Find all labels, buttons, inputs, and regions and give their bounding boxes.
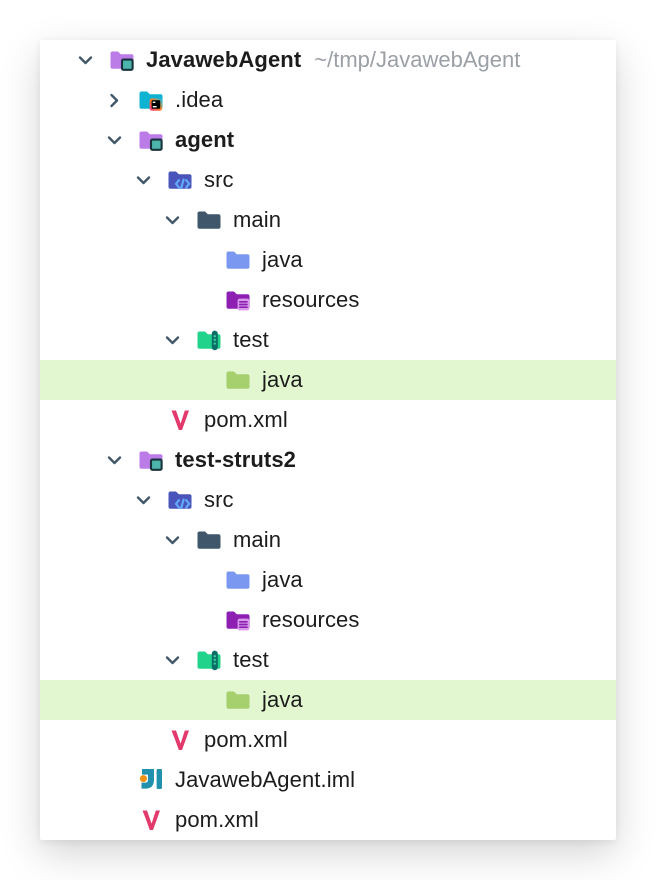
chevron-right-icon[interactable] (105, 86, 137, 114)
test-java-folder-icon (224, 366, 252, 394)
tree-row[interactable]: .idea (40, 80, 616, 120)
tree-row[interactable]: test (40, 640, 616, 680)
chevron-down-icon[interactable] (163, 206, 195, 234)
plain-folder-icon (195, 206, 223, 234)
maven-file-icon (137, 806, 165, 834)
tree-row[interactable]: java (40, 560, 616, 600)
tree-row[interactable]: JavawebAgent.iml (40, 760, 616, 800)
module-folder-icon (108, 46, 136, 74)
module-folder-icon (137, 446, 165, 474)
tree-row[interactable]: resources (40, 280, 616, 320)
tree-row[interactable]: java (40, 240, 616, 280)
sources-root-folder-icon (166, 166, 194, 194)
chevron-down-icon[interactable] (134, 486, 166, 514)
chevron-down-icon[interactable] (105, 446, 137, 474)
tree-item-label: agent (175, 127, 235, 152)
tree-item-label: java (262, 367, 303, 392)
java-folder-icon (224, 246, 252, 274)
java-folder-icon (224, 566, 252, 594)
tree-row[interactable]: src (40, 160, 616, 200)
tree-row[interactable]: test-struts2 (40, 440, 616, 480)
tree-item-label: resources (262, 607, 360, 632)
project-path: ~/tmp/JavawebAgent (314, 47, 521, 72)
chevron-down-icon[interactable] (134, 166, 166, 194)
tree-item-label: src (204, 167, 234, 192)
tree-item-label: pom.xml (204, 727, 288, 752)
idea-folder-icon (137, 86, 165, 114)
chevron-spacer (192, 686, 224, 714)
chevron-spacer (192, 366, 224, 394)
iml-file-icon (137, 766, 165, 794)
chevron-spacer (192, 246, 224, 274)
chevron-down-icon[interactable] (163, 646, 195, 674)
tree-row[interactable]: main (40, 200, 616, 240)
tree-item-label: JavawebAgent.iml (175, 767, 356, 792)
tree-item-label: test (233, 647, 269, 672)
chevron-down-icon[interactable] (76, 46, 108, 74)
chevron-spacer (192, 286, 224, 314)
chevron-spacer (105, 806, 137, 834)
chevron-spacer (192, 566, 224, 594)
chevron-down-icon[interactable] (163, 526, 195, 554)
tree-row[interactable]: src (40, 480, 616, 520)
tree-item-label: java (262, 567, 303, 592)
chevron-spacer (134, 726, 166, 754)
tree-item-label: JavawebAgent (146, 47, 302, 72)
tree-item-label: java (262, 247, 303, 272)
tree-row[interactable]: resources (40, 600, 616, 640)
project-tree: JavawebAgent ~/tmp/JavawebAgent .idea agent… (40, 40, 616, 840)
plain-folder-icon (195, 526, 223, 554)
chevron-down-icon[interactable] (163, 326, 195, 354)
tree-item-label: pom.xml (175, 807, 259, 832)
test-java-folder-icon (224, 686, 252, 714)
tree-item-label: main (233, 207, 282, 232)
tree-item-label: main (233, 527, 282, 552)
tree-item-label: java (262, 687, 303, 712)
tree-row[interactable]: pom.xml (40, 800, 616, 840)
tree-row[interactable]: java (40, 680, 616, 720)
tree-row[interactable]: pom.xml (40, 720, 616, 760)
tree-row[interactable]: pom.xml (40, 400, 616, 440)
tree-row[interactable]: JavawebAgent ~/tmp/JavawebAgent (40, 40, 616, 80)
maven-file-icon (166, 726, 194, 754)
tree-item-label: test (233, 327, 269, 352)
module-folder-icon (137, 126, 165, 154)
test-root-folder-icon (195, 646, 223, 674)
sources-root-folder-icon (166, 486, 194, 514)
chevron-spacer (134, 406, 166, 434)
resources-folder-icon (224, 286, 252, 314)
tree-item-label: pom.xml (204, 407, 288, 432)
tree-item-label: .idea (175, 87, 224, 112)
project-tool-window: JavawebAgent ~/tmp/JavawebAgent .idea agent… (40, 40, 616, 840)
resources-folder-icon (224, 606, 252, 634)
maven-file-icon (166, 406, 194, 434)
test-root-folder-icon (195, 326, 223, 354)
chevron-spacer (192, 606, 224, 634)
tree-row[interactable]: main (40, 520, 616, 560)
tree-item-label: src (204, 487, 234, 512)
tree-item-label: test-struts2 (175, 447, 297, 472)
chevron-spacer (105, 766, 137, 794)
tree-row[interactable]: java (40, 360, 616, 400)
chevron-down-icon[interactable] (105, 126, 137, 154)
tree-row[interactable]: test (40, 320, 616, 360)
tree-row[interactable]: agent (40, 120, 616, 160)
tree-item-label: resources (262, 287, 360, 312)
